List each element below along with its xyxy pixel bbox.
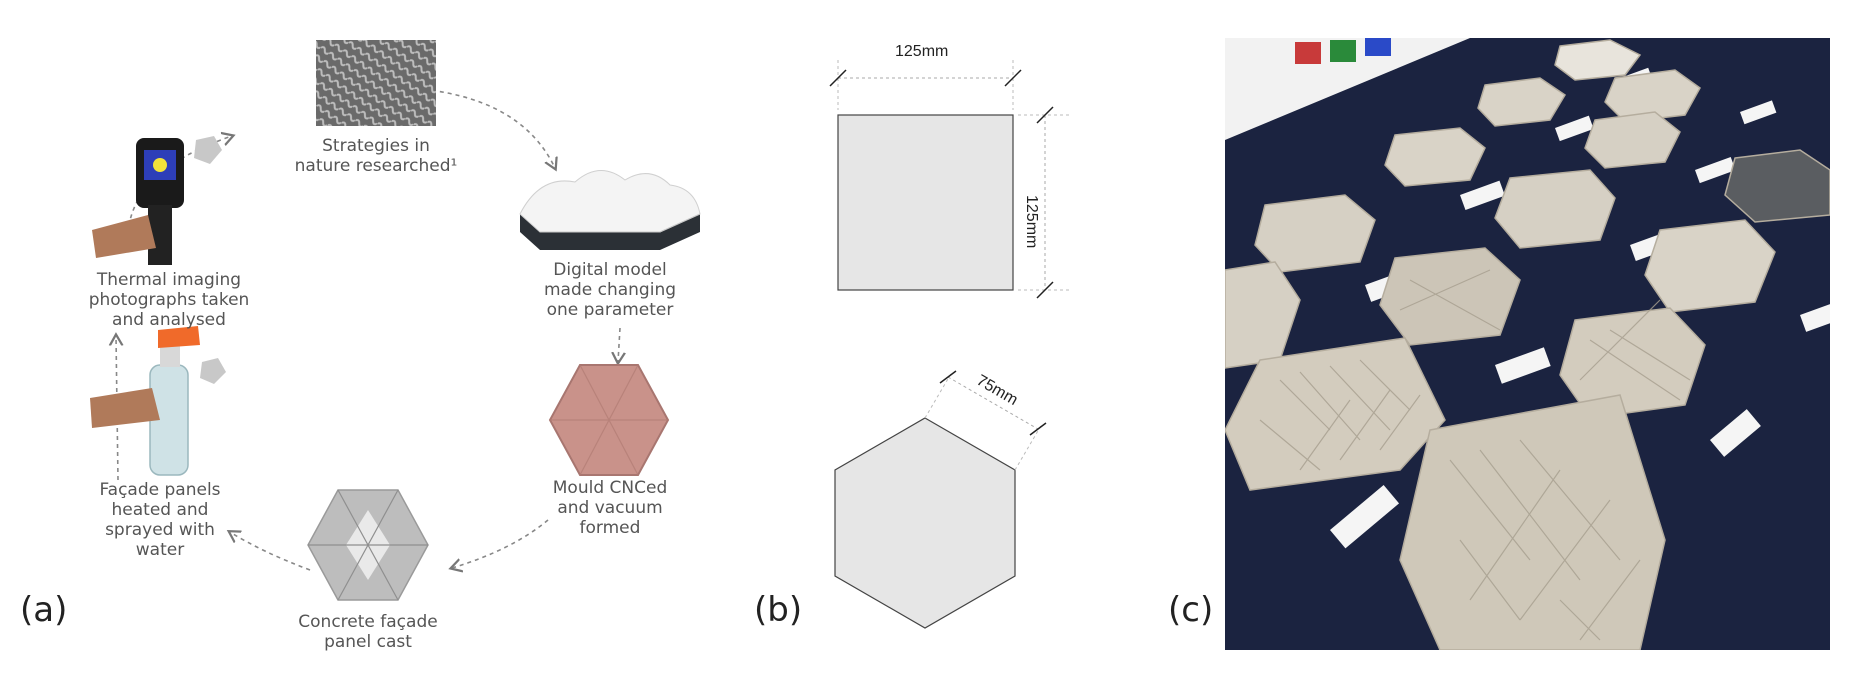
digital-model-image xyxy=(519,170,701,250)
panel-b-label: (b) xyxy=(754,590,803,630)
cycle-arrow-4 xyxy=(230,532,311,571)
panel-a-label: (a) xyxy=(20,590,68,630)
nature-texture-image xyxy=(316,40,436,126)
step-caption-strategies: Strategies in nature researched¹ xyxy=(294,136,458,176)
cycle-arrow-3 xyxy=(452,519,549,568)
mould-image xyxy=(548,364,670,476)
step-caption-digital-model: Digital model made changing one paramete… xyxy=(543,260,677,320)
step-caption-concrete-panel: Concrete façade panel cast xyxy=(298,612,438,652)
step-caption-mould: Mould CNCed and vacuum formed xyxy=(552,478,668,538)
step-caption-heated-sprayed: Façade panels heated and sprayed with wa… xyxy=(99,480,221,560)
cycle-arrow-2 xyxy=(618,327,620,362)
spray-bottle-image xyxy=(90,326,226,476)
square-width-label: 125mm xyxy=(895,43,949,60)
thermal-camera-image xyxy=(92,136,222,265)
concrete-panel-image xyxy=(307,489,429,601)
panel-c-label: (c) xyxy=(1168,590,1214,630)
step-caption-thermal-imaging: Thermal imaging photographs taken and an… xyxy=(88,270,250,330)
square-panel-shape xyxy=(837,114,1014,291)
